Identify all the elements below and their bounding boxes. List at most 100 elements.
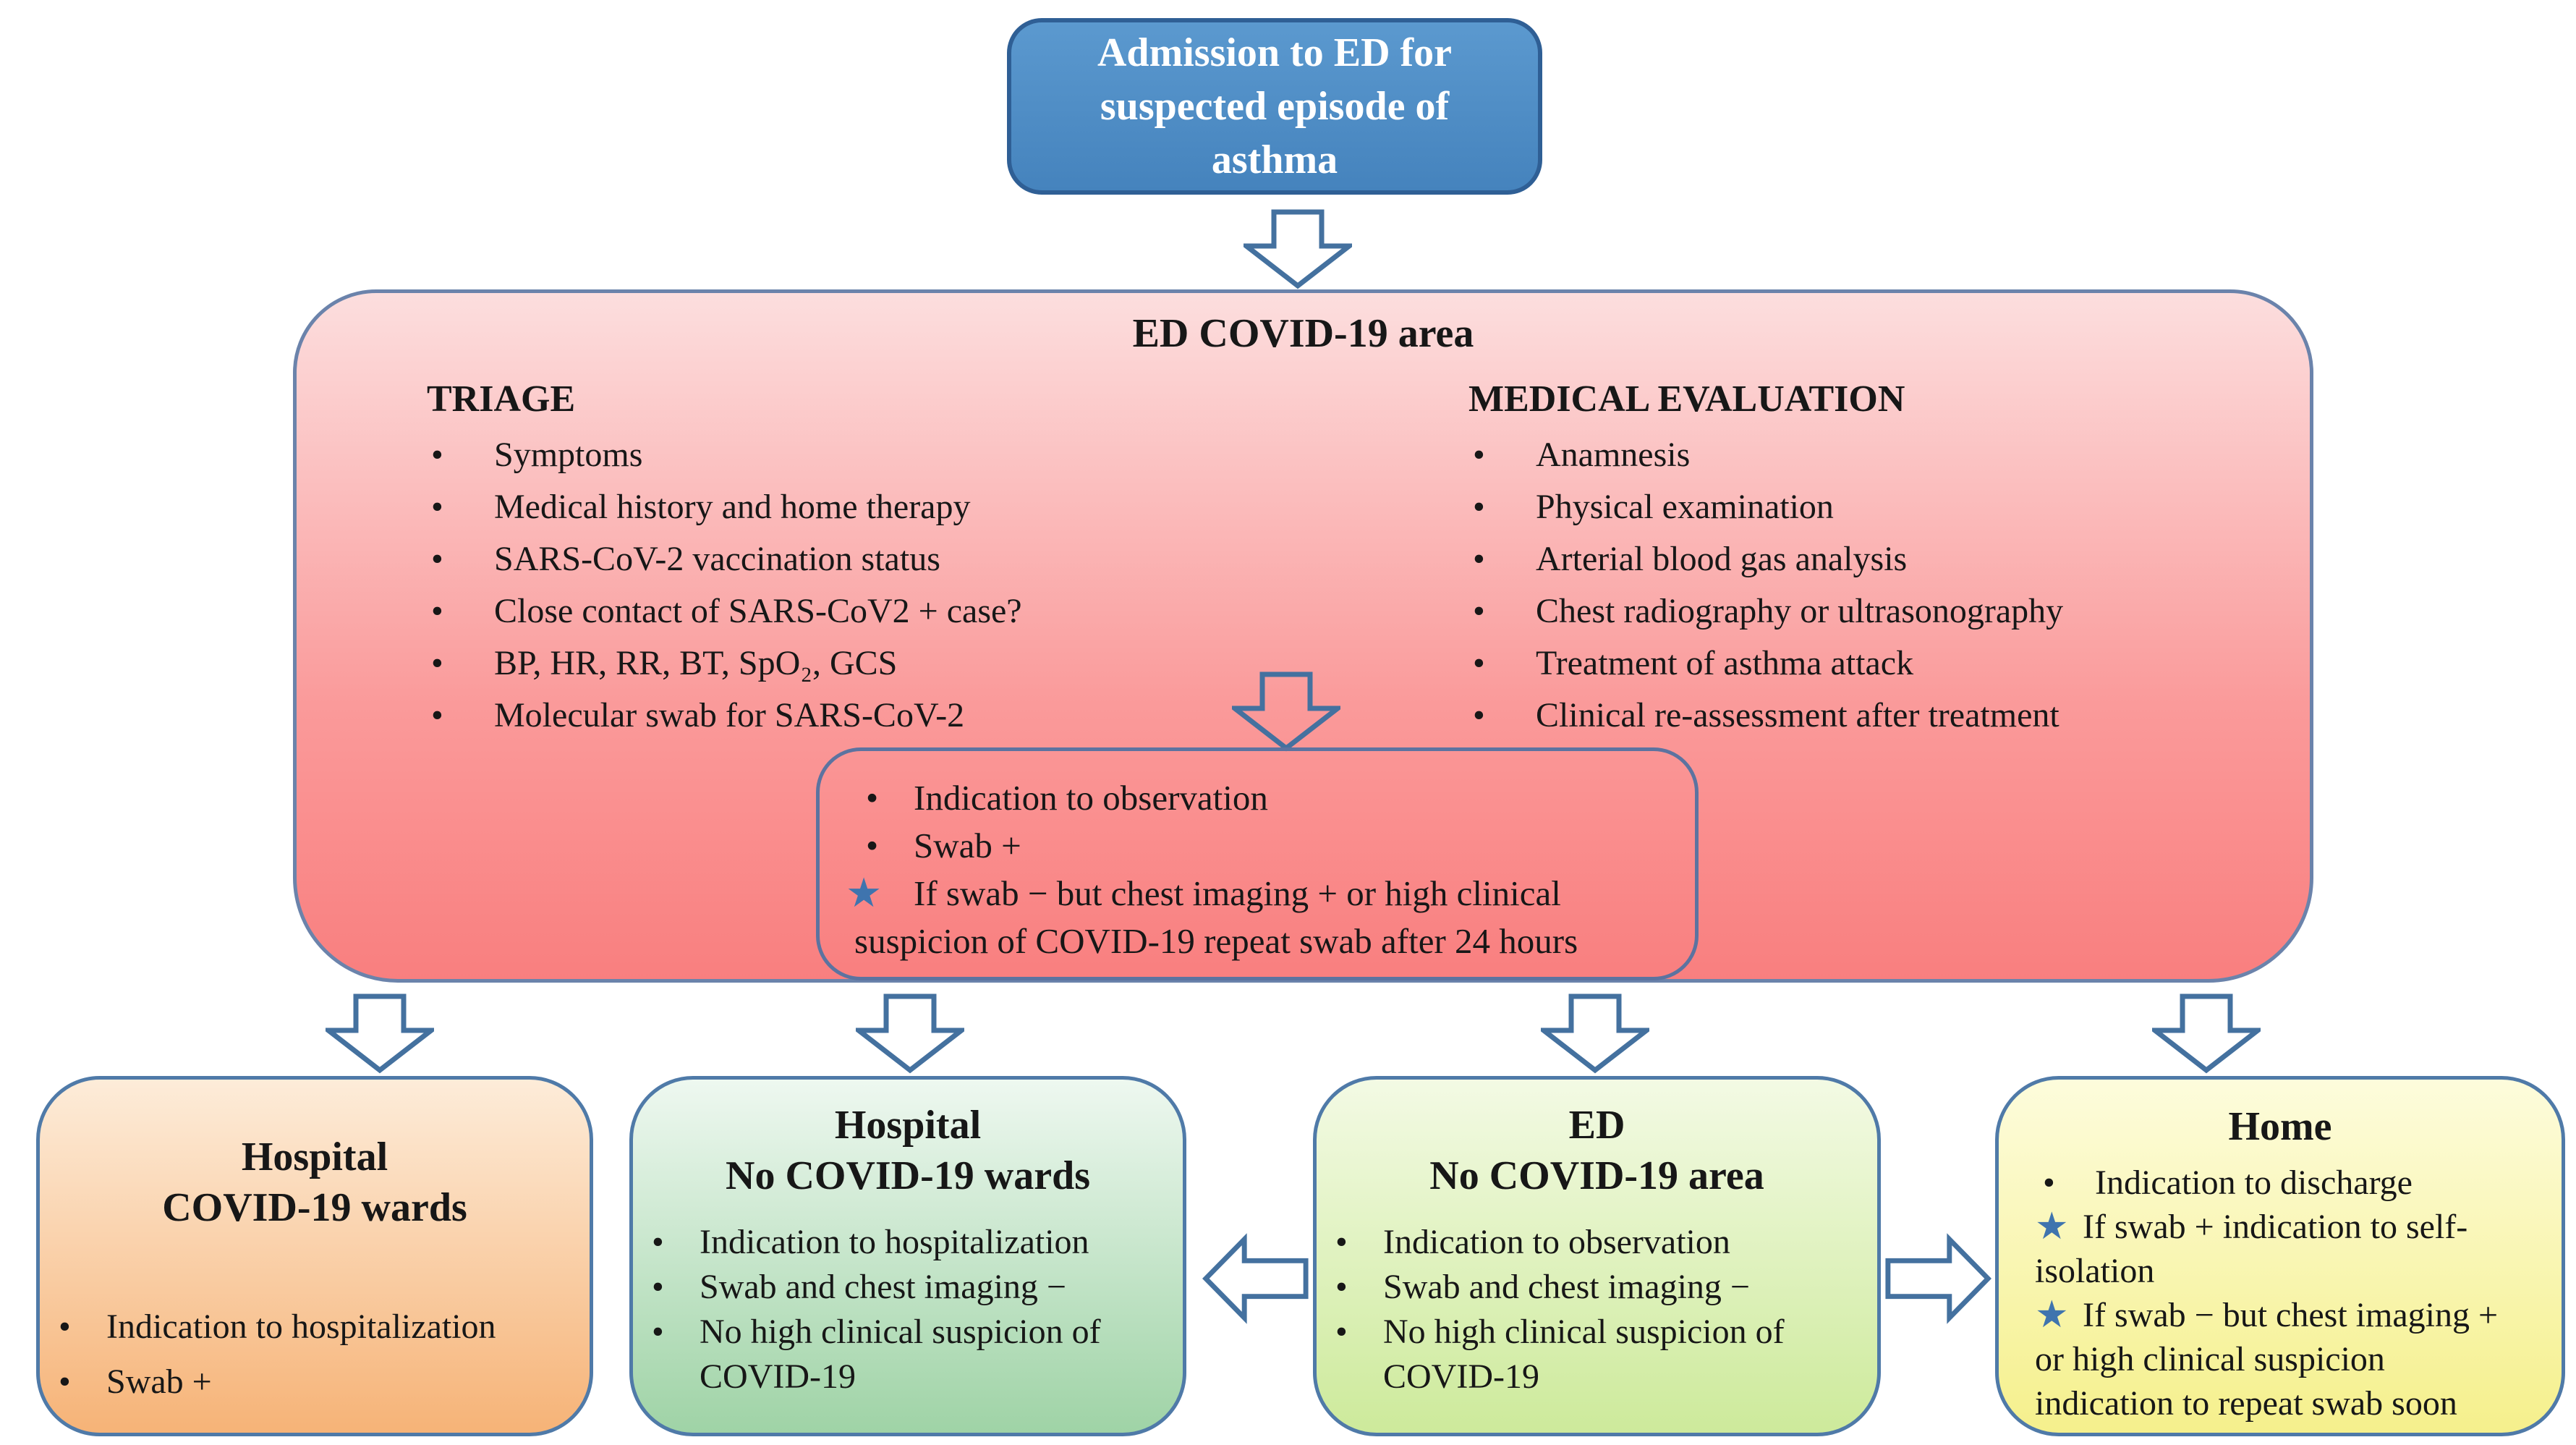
outcome-title-line: No COVID-19 wards <box>726 1153 1090 1198</box>
bullet-icon: • <box>866 778 879 818</box>
bullet-icon: • <box>1335 1223 1348 1261</box>
list-item: • Swab and chest imaging − <box>633 1265 1183 1310</box>
flow-arrow-down-icon <box>856 993 964 1074</box>
list-item-label: Indication to hospitalization <box>700 1223 1089 1261</box>
list-item: • Medical history and home therapy <box>425 481 1453 533</box>
bullet-icon: • <box>652 1268 664 1306</box>
outcome-list: • Indication to observation • Swab and che… <box>1317 1220 1877 1399</box>
list-item: • Swab + <box>854 822 1675 870</box>
bullet-icon: • <box>652 1313 664 1351</box>
admission-box-label: Admission to ED for suspected episode of… <box>1097 30 1453 182</box>
list-item: •Close contact of SARS-CoV2 + case? <box>425 585 1453 637</box>
bullet-icon: • <box>1473 644 1485 682</box>
outcome-list: • Indication to discharge ★ If swab + in… <box>1999 1161 2562 1425</box>
list-item-label: BP, HR, RR, BT, SpO₂, GCS <box>494 644 898 682</box>
list-item-label: SARS-CoV-2 vaccination status <box>494 540 940 578</box>
triage-section: TRIAGE •Symptoms •Medical history and ho… <box>425 377 1453 742</box>
outcome-title: ED No COVID-19 area <box>1317 1080 1877 1201</box>
list-item: • Indication to hospitalization <box>633 1220 1183 1265</box>
list-item-label: Indication to observation <box>1383 1223 1730 1261</box>
bullet-icon: • <box>1473 436 1485 474</box>
list-item-label: Symptoms <box>494 436 643 474</box>
list-item: • Swab and chest imaging − <box>1317 1265 1877 1310</box>
bullet-icon: • <box>1473 592 1485 630</box>
list-item: • No high clinical suspicion of COVID-19 <box>633 1310 1183 1399</box>
bullet-icon: • <box>1473 488 1485 526</box>
list-item-continuation: suspicion of COVID-19 repeat swab after … <box>854 921 1578 961</box>
flow-arrow-left-icon <box>1202 1233 1309 1324</box>
outcome-title-line: COVID-19 wards <box>162 1185 467 1230</box>
medical-evaluation-section: MEDICAL EVALUATION •Anamnesis • Physical … <box>1467 377 2306 742</box>
list-item: • Physical examination <box>1467 481 2306 533</box>
star-icon: ★ <box>846 871 883 916</box>
list-item: •BP, HR, RR, BT, SpO₂, GCS <box>425 637 1453 690</box>
list-item: • Indication to discharge <box>1999 1161 2562 1205</box>
flow-arrow-down-icon <box>1244 209 1352 289</box>
bullet-icon: • <box>1335 1313 1348 1351</box>
list-item-label: Physical examination <box>1536 488 1834 526</box>
medical-evaluation-header: MEDICAL EVALUATION <box>1468 378 1905 420</box>
list-item: • Swab + <box>40 1355 590 1410</box>
outcome-hospital-covid-wards: Hospital COVID-19 wards • Indication to h… <box>36 1076 593 1436</box>
outcome-ed-no-covid-area: ED No COVID-19 area • Indication to obser… <box>1313 1076 1881 1436</box>
list-item-label: Medical history and home therapy <box>494 488 971 526</box>
flow-arrow-down-icon <box>1232 671 1340 752</box>
bullet-icon: • <box>59 1308 71 1346</box>
outcome-list: • Indication to hospitalization • Swab + <box>40 1300 590 1410</box>
flow-arrow-right-icon <box>1885 1233 1991 1324</box>
list-item-label: If swab − but chest imaging + <box>2083 1296 2499 1334</box>
list-item-label: Swab + <box>106 1363 212 1401</box>
list-item-label: Treatment of asthma attack <box>1536 644 1914 682</box>
bullet-icon: • <box>59 1363 71 1401</box>
list-item: • Indication to observation <box>1317 1220 1877 1265</box>
list-item-label: Indication to observation <box>914 778 1268 818</box>
outcome-hospital-no-covid-wards: Hospital No COVID-19 wards • Indication t… <box>629 1076 1186 1436</box>
outcome-title: Hospital No COVID-19 wards <box>633 1080 1183 1201</box>
triage-list: • Symptoms • Medical history and home ther… <box>425 429 1453 742</box>
list-item-continuation: or high clinical suspicion <box>2035 1340 2385 1378</box>
list-item-label: No high clinical suspicion of COVID-19 <box>1383 1313 1785 1396</box>
bullet-icon: • <box>431 436 443 474</box>
list-item: •Anamnesis <box>1467 429 2306 481</box>
outcome-title-line: Home <box>2228 1104 2332 1149</box>
list-item-label: No high clinical suspicion of COVID-19 <box>700 1313 1101 1396</box>
admission-box: Admission to ED for suspected episode of… <box>1007 18 1542 195</box>
list-item-label: Chest radiography or ultrasonography <box>1536 592 2064 630</box>
bullet-icon: • <box>1473 540 1485 578</box>
bullet-icon: • <box>652 1223 664 1261</box>
list-item-label: Molecular swab for SARS-CoV-2 <box>494 696 965 734</box>
list-item: ★ If swab − but chest imaging + or high … <box>846 870 1675 918</box>
list-item-label: Swab and chest imaging − <box>700 1268 1066 1306</box>
list-item: • Symptoms <box>425 429 1453 481</box>
list-item: ★ If swab + indication to self- isolatio… <box>1999 1205 2562 1293</box>
bullet-icon: • <box>2043 1164 2055 1202</box>
outcome-home: Home • Indication to discharge ★ If swab… <box>1995 1076 2565 1436</box>
list-item-label: If swab + indication to self- <box>2083 1208 2468 1246</box>
list-item: • Chest radiography or ultrasonography <box>1467 585 2306 637</box>
list-item: • Indication to observation <box>854 774 1675 822</box>
ed-covid-area-title: ED COVID-19 area <box>1132 311 1474 356</box>
list-item: • Molecular swab for SARS-CoV-2 <box>425 690 1453 742</box>
observation-box: • Indication to observation • Swab + ★ I… <box>816 747 1699 980</box>
bullet-icon: • <box>1473 696 1485 734</box>
medical-evaluation-list: •Anamnesis • Physical examination •Arteri… <box>1467 429 2306 742</box>
star-icon: ★ <box>2035 1206 2069 1247</box>
list-item-label: If swab − but chest imaging + or high cl… <box>914 873 1561 913</box>
list-item-label: Indication to discharge <box>2095 1164 2413 1202</box>
bullet-icon: • <box>1335 1268 1348 1306</box>
list-item-continuation: isolation <box>2035 1252 2155 1290</box>
outcome-title-line: Hospital <box>834 1103 982 1148</box>
outcome-title-line: Hospital <box>241 1135 388 1179</box>
list-item-label: Indication to hospitalization <box>106 1308 496 1346</box>
list-item: • Treatment of asthma attack <box>1467 637 2306 690</box>
outcome-title: Hospital COVID-19 wards <box>40 1080 590 1233</box>
bullet-icon: • <box>431 488 443 526</box>
flow-arrow-down-icon <box>326 993 434 1074</box>
bullet-icon: • <box>431 540 443 578</box>
list-item: ★ If swab − but chest imaging + or high … <box>1999 1293 2562 1425</box>
list-item-label: Swab and chest imaging − <box>1383 1268 1750 1306</box>
list-item: • Indication to hospitalization <box>40 1300 590 1355</box>
bullet-icon: • <box>431 696 443 734</box>
list-item: •Arterial blood gas analysis <box>1467 533 2306 585</box>
